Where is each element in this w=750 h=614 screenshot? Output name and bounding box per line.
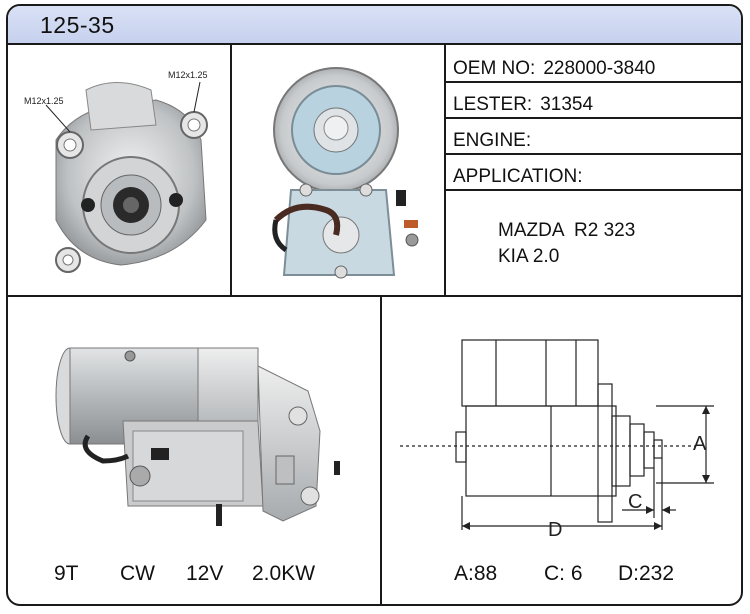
teeth-count: 9T	[54, 562, 79, 585]
thread-label-left: M12x1.25	[24, 96, 64, 106]
dimension-label-d: D	[548, 519, 562, 541]
oem-value: 228000-3840	[543, 58, 656, 79]
divider	[444, 81, 741, 83]
header-bar: 125-35	[8, 6, 741, 45]
product-card: 125-35 OEM NO: 228000-3840 LESTER: 31354 E…	[6, 4, 743, 606]
rotation: CW	[120, 562, 155, 585]
application-label: APPLICATION:	[453, 166, 583, 187]
application-item: KIA 2.0	[498, 246, 560, 267]
divider	[230, 45, 232, 296]
divider	[444, 153, 741, 155]
divider	[444, 189, 741, 191]
oem-label: OEM NO:	[453, 58, 536, 79]
divider	[444, 117, 741, 119]
engine-label: ENGINE:	[453, 130, 532, 151]
divider	[8, 295, 741, 297]
dimension-d-value: D:232	[618, 562, 675, 585]
power-rating: 2.0KW	[252, 562, 316, 585]
oem-row: OEM NO: 228000-3840	[453, 58, 655, 80]
starter-front-view-image: M12x1.25 M12x1.25	[24, 70, 208, 273]
dimension-label-c: C	[628, 491, 642, 513]
engine-row: ENGINE:	[453, 130, 539, 152]
voltage: 12V	[186, 562, 224, 585]
starter-side-view-image	[55, 347, 340, 526]
starter-rear-view-image	[272, 67, 419, 279]
dimension-a-value: A:88	[454, 562, 498, 585]
application-list: MAZDA R2 323 KIA 2.0	[498, 218, 635, 270]
thread-label-right: M12x1.25	[168, 70, 208, 80]
lester-row: LESTER: 31354	[453, 94, 593, 116]
part-number-title: 125-35	[40, 12, 115, 38]
dimension-label-a: A	[693, 433, 707, 455]
application-item: MAZDA R2 323	[498, 220, 636, 241]
dimension-c-value: C: 6	[544, 562, 583, 585]
divider	[444, 45, 446, 296]
lester-label: LESTER:	[453, 94, 533, 115]
lester-value: 31354	[540, 94, 594, 115]
dimension-diagram: A C D	[400, 339, 714, 541]
application-row: APPLICATION:	[453, 166, 583, 188]
divider	[380, 295, 382, 604]
